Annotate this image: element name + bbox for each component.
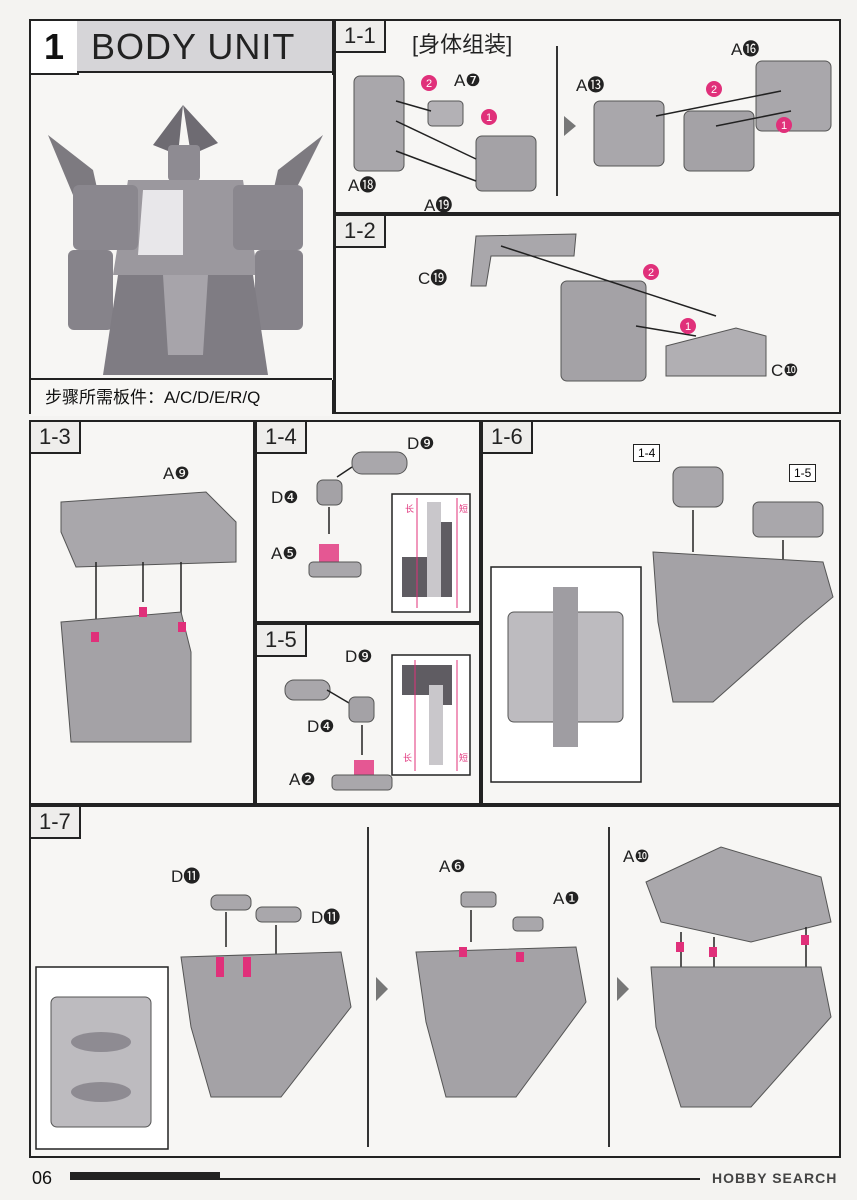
step-number-badge: 1 bbox=[31, 21, 79, 75]
substep-divider bbox=[367, 827, 369, 1147]
robot-illustration bbox=[33, 75, 333, 380]
step-1-4-diagram: 长 短 bbox=[308, 451, 471, 613]
order-marker: 2 bbox=[711, 84, 717, 96]
part-label: D❹ bbox=[307, 717, 335, 736]
part-label: C⓳ bbox=[418, 269, 448, 288]
part-label: D❹ bbox=[271, 488, 299, 507]
inset-long-label: 长 bbox=[405, 503, 414, 514]
ref-tag: 1-4 bbox=[633, 444, 661, 462]
part-label: A⓰ bbox=[731, 40, 760, 59]
footer-line bbox=[220, 1178, 700, 1180]
order-marker: 1 bbox=[781, 120, 787, 132]
part-label: D❾ bbox=[407, 434, 435, 453]
step-label: 1-3 bbox=[31, 422, 81, 454]
inset-long-label: 长 bbox=[403, 752, 412, 763]
step-1-2-diagram: 2 1 bbox=[470, 233, 767, 382]
step-label: 1-6 bbox=[483, 422, 533, 454]
step-label: 1-2 bbox=[336, 216, 386, 248]
step-1-6-diagram bbox=[490, 466, 834, 783]
step-1-2-panel: 1-2 2 1 C⓳ C❿ bbox=[334, 214, 841, 414]
step-1-5-diagram: 长 短 bbox=[284, 654, 471, 791]
part-label: A⓲ bbox=[348, 176, 377, 195]
inset-short-label: 短 bbox=[459, 752, 468, 763]
step-label: 1-7 bbox=[31, 807, 81, 839]
ref-tag: 1-5 bbox=[789, 464, 817, 482]
part-label: A❾ bbox=[163, 464, 190, 483]
step-label: 1-5 bbox=[257, 625, 307, 657]
part-label: D⓫ bbox=[311, 908, 341, 927]
part-label: A⓳ bbox=[424, 196, 453, 215]
part-label: D⓫ bbox=[171, 867, 201, 886]
step-1-6-panel: 1-6 1-4 1-5 bbox=[481, 420, 841, 805]
inset-short-label: 短 bbox=[459, 503, 468, 514]
step-label: 1-1 bbox=[336, 21, 386, 53]
order-marker: 1 bbox=[685, 321, 691, 333]
step-1-1-diagram: 2 1 2 1 bbox=[353, 60, 832, 192]
step-1-1-panel: 1-1 [身体组装] 2 1 2 1 A❼ A⓲ A⓳ A⓭ A⓰ bbox=[334, 19, 841, 215]
part-label: A❻ bbox=[439, 857, 466, 876]
step-1-4-panel: 1-4 D❾ D❹ A❺ 长 短 bbox=[255, 420, 481, 623]
page-number: 06 bbox=[32, 1168, 53, 1188]
part-label: A❺ bbox=[271, 544, 298, 563]
step-label: 1-4 bbox=[257, 422, 307, 454]
step-1-7-panel: 1-7 D⓫ D⓫ A❻ A❶ A❿ bbox=[29, 805, 841, 1158]
part-label: A❶ bbox=[553, 889, 580, 908]
part-label: A❼ bbox=[454, 71, 481, 90]
body-unit-panel: 1 BODY UNIT 步骤所需板件：A/C/D/E/R/Q bbox=[29, 19, 334, 416]
substep-divider bbox=[608, 827, 610, 1147]
part-label: D❾ bbox=[345, 647, 373, 666]
substep-divider bbox=[556, 46, 558, 196]
step-1-5-panel: 1-5 D❾ D❹ A❷ 长 短 bbox=[255, 623, 481, 805]
part-label: A❷ bbox=[289, 770, 316, 789]
order-marker: 1 bbox=[486, 112, 492, 124]
step-1-3-panel: 1-3 A❾ bbox=[29, 420, 255, 805]
footer-rule bbox=[70, 1172, 220, 1180]
parts-required-text: 步骤所需板件：A/C/D/E/R/Q bbox=[31, 378, 332, 416]
part-label: A⓭ bbox=[576, 76, 605, 95]
watermark: HOBBY SEARCH bbox=[712, 1170, 838, 1186]
step-1-3-diagram bbox=[60, 491, 237, 743]
order-marker: 2 bbox=[426, 78, 432, 90]
part-label: C❿ bbox=[771, 361, 799, 380]
step-1-7-diagram bbox=[35, 846, 832, 1150]
part-label: A❿ bbox=[623, 847, 650, 866]
step-subtitle: [身体组装] bbox=[412, 32, 513, 57]
order-marker: 2 bbox=[648, 267, 654, 279]
footer-bar: 06 HOBBY SEARCH bbox=[0, 1162, 857, 1200]
page-title: BODY UNIT bbox=[77, 21, 332, 73]
